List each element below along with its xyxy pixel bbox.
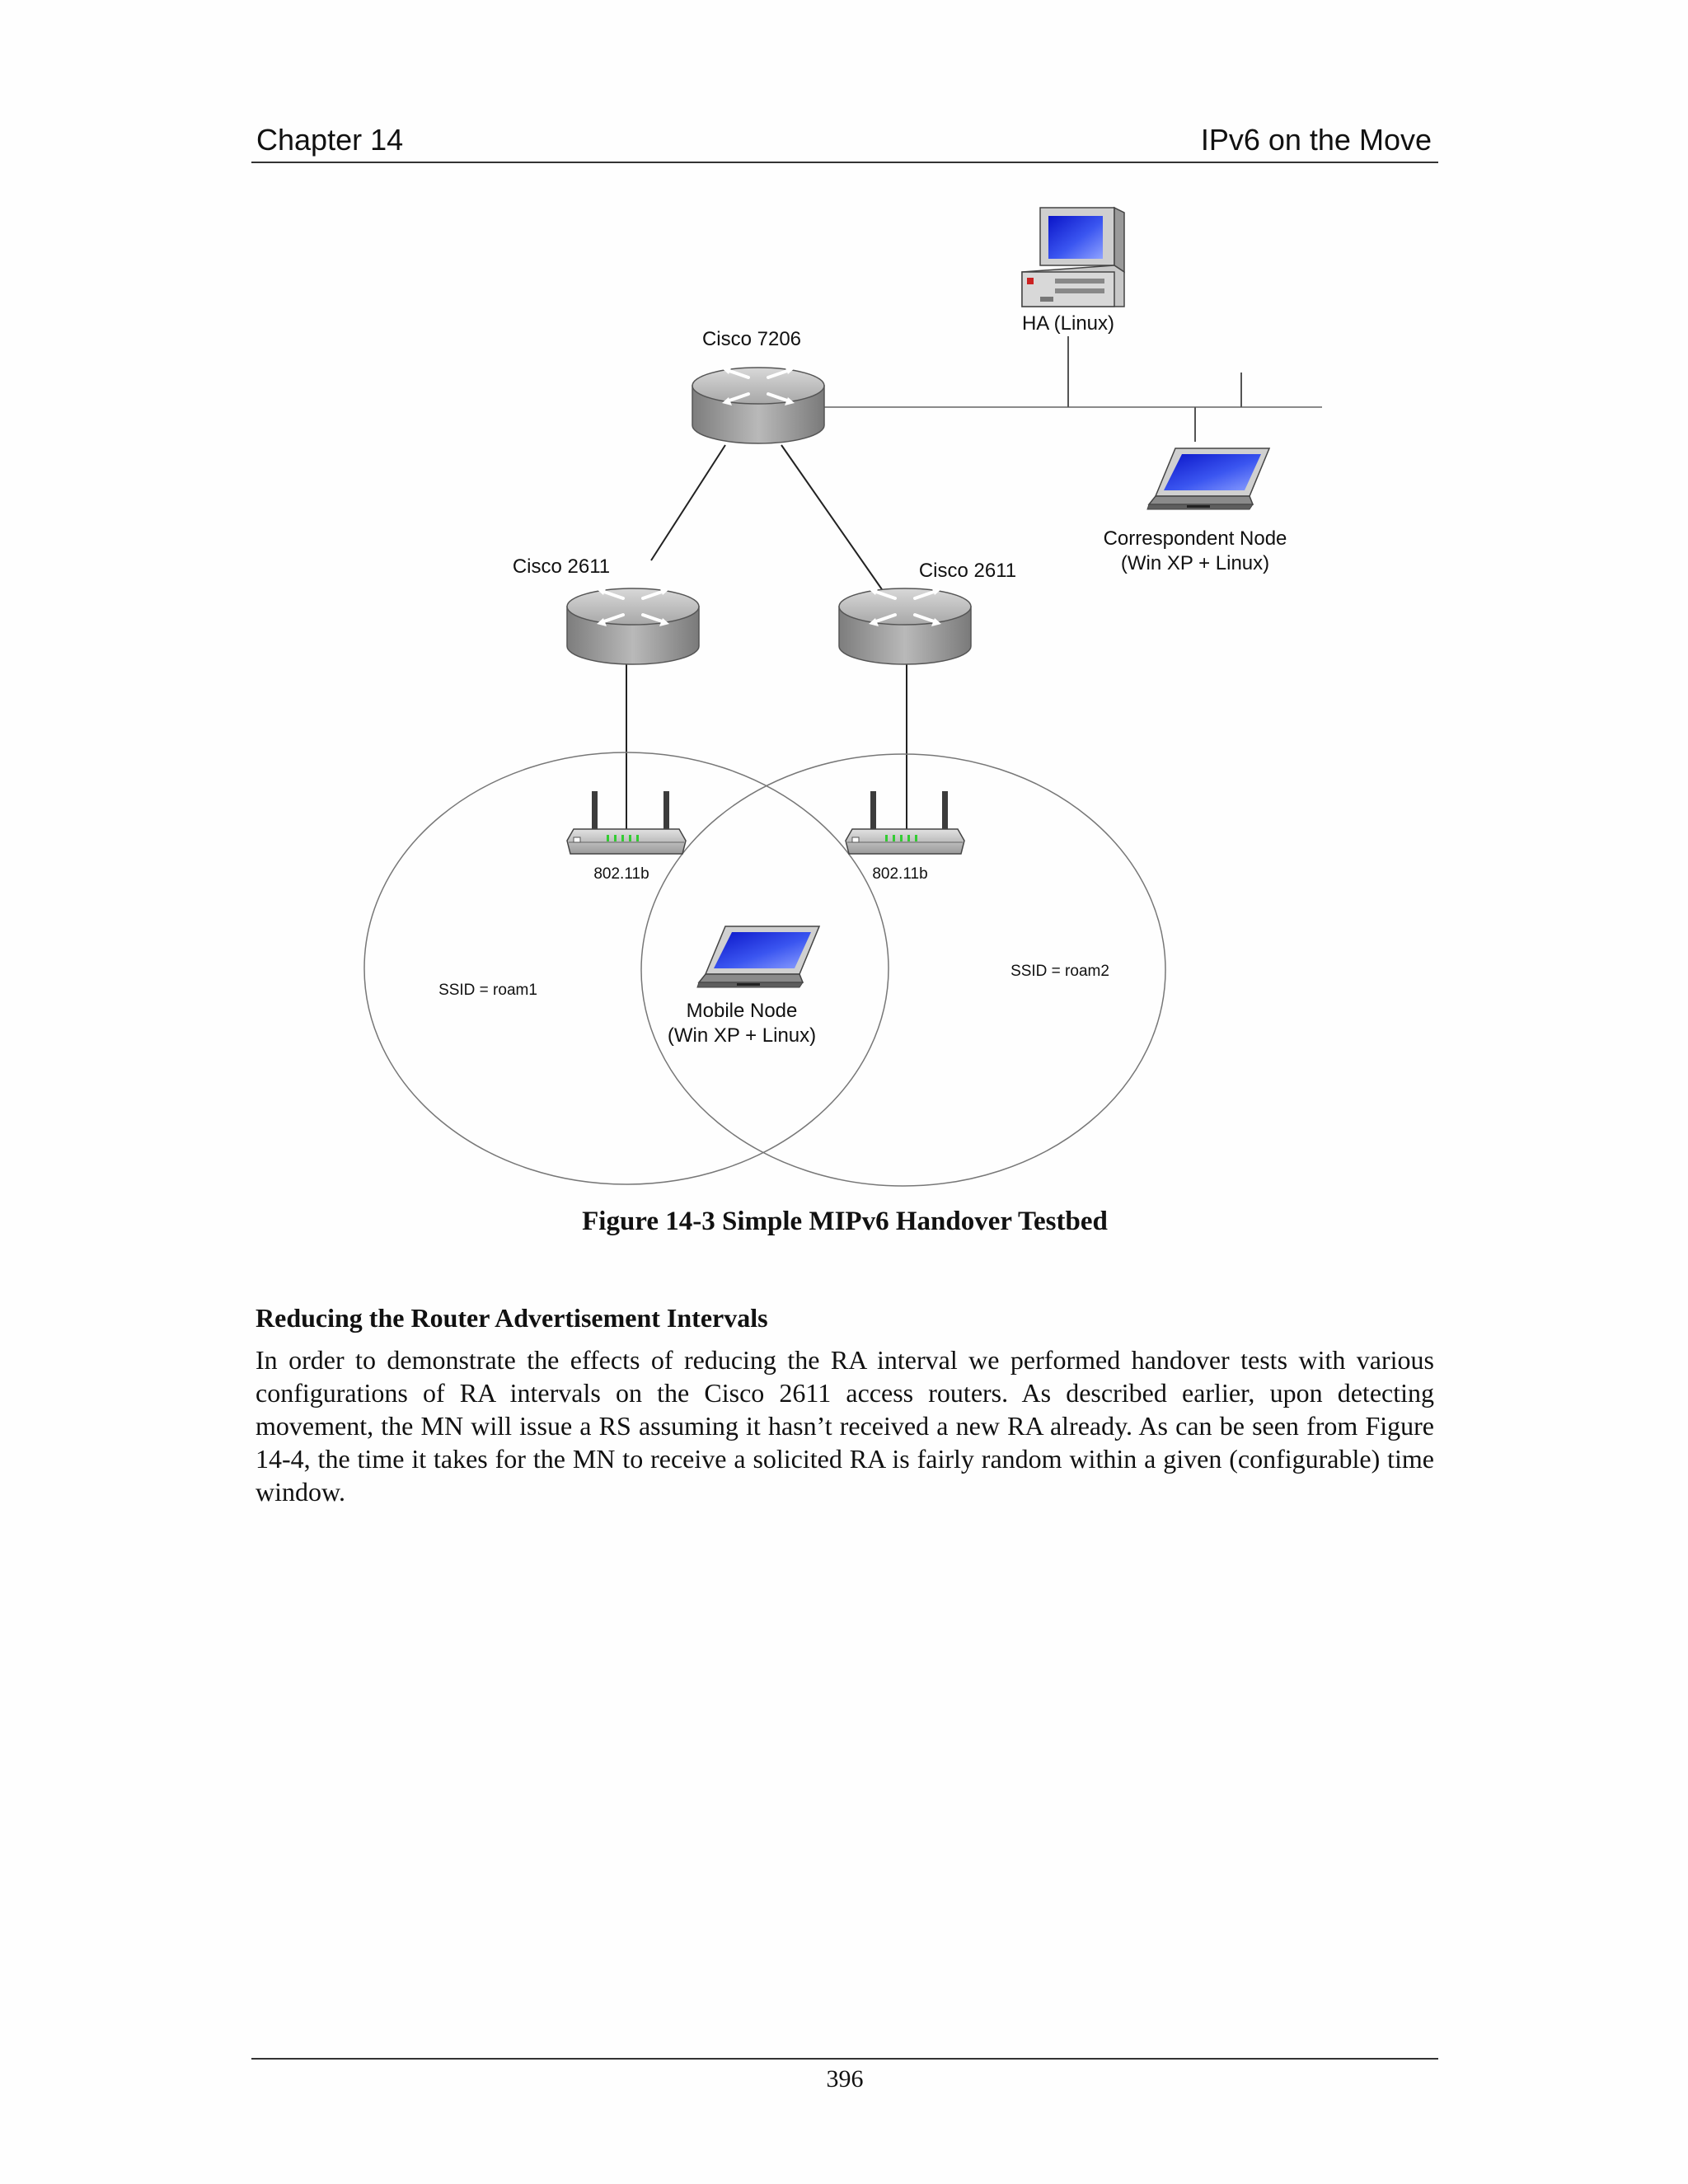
figure-caption: Figure 14-3 Simple MIPv6 Handover Testbe… [582,1207,1108,1236]
right-access-point-label: 802.11b [872,865,927,883]
chapter-label: Chapter 14 [256,123,404,157]
coverage-cell-roam1 [363,752,889,1185]
home-agent-desktop-icon [1021,206,1125,307]
left-access-router-icon [565,585,701,666]
right-access-router-label: Cisco 2611 [919,560,1016,582]
core-router-label: Cisco 7206 [702,328,801,350]
left-access-router-label: Cisco 2611 [513,555,610,578]
right-access-router-icon [837,585,973,666]
running-header: Chapter 14 IPv6 on the Move [251,120,1438,161]
header-rule [251,162,1438,163]
ssid-roam1-label: SSID = roam1 [438,982,537,999]
right-access-point-icon [845,790,965,855]
mobile-node-laptop-icon [696,926,820,988]
correspondent-label-line1: Correspondent Node [1104,527,1287,550]
home-agent-label: HA (Linux) [1022,312,1114,335]
coverage-cell-roam2 [640,753,1166,1187]
correspondent-label-line2: (Win XP + Linux) [1121,552,1269,574]
section-heading: Reducing the Router Advertisement Interv… [256,1303,768,1333]
core-to-left-link [650,444,726,561]
correspondent-laptop-icon [1146,448,1270,510]
network-diagram: Cisco 7206 HA (Linux) Correspondent Node… [363,206,1322,1187]
page-number: 396 [826,2065,864,2093]
body-paragraph: In order to demonstrate the effects of r… [256,1345,1434,1507]
mobile-node-label-line2: (Win XP + Linux) [668,1024,816,1047]
mobile-node-label-line1: Mobile Node [687,1000,798,1022]
chapter-title: IPv6 on the Move [1200,123,1432,157]
core-router-icon [691,364,826,445]
ssid-roam2-label: SSID = roam2 [1010,963,1109,980]
footer-rule [251,2058,1438,2060]
left-access-point-label: 802.11b [593,865,649,883]
core-to-right-link [781,444,884,593]
